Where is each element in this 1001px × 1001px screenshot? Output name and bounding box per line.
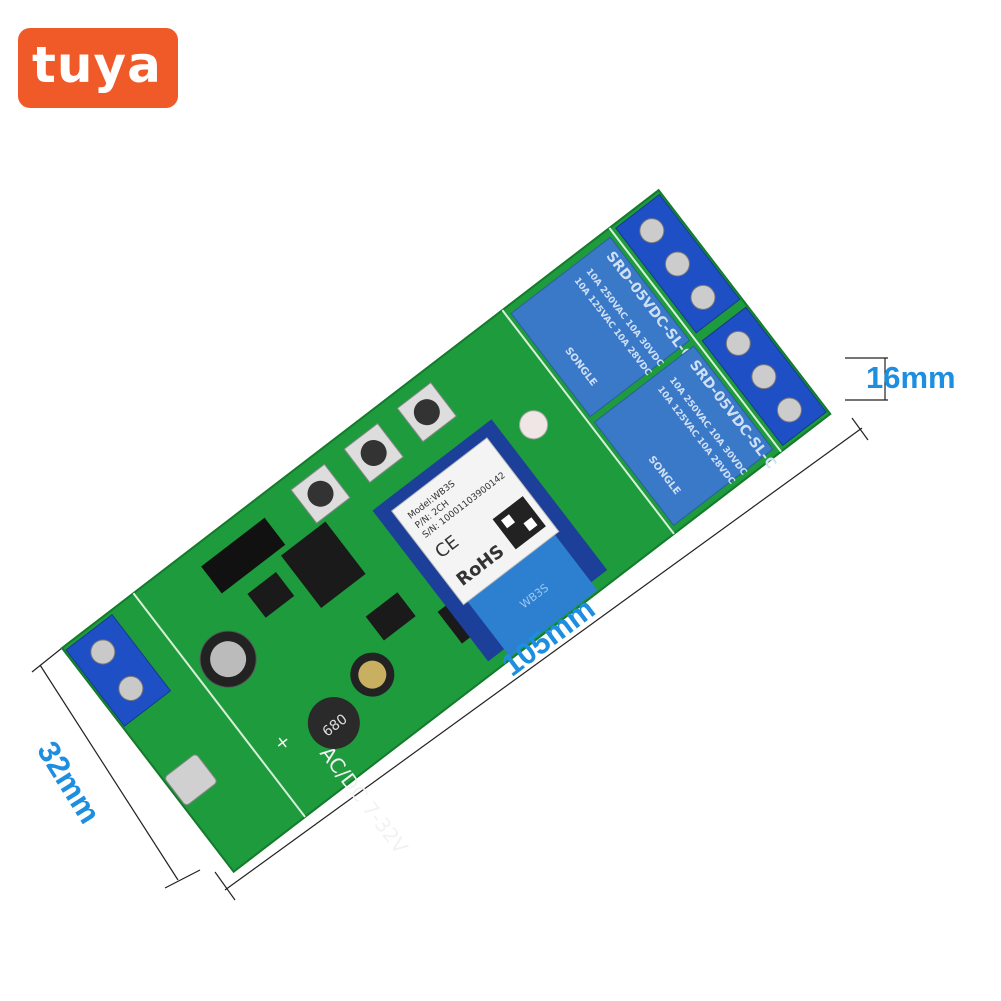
rf-antenna-coil bbox=[201, 517, 286, 594]
power-terminal-block bbox=[65, 613, 172, 727]
height-dimension-line bbox=[39, 664, 179, 881]
width-label: 16mm bbox=[866, 360, 956, 395]
length-dimension-line bbox=[224, 427, 863, 891]
ic-chip bbox=[280, 521, 366, 608]
pcb-board: AC/DC 7-32V + 680 W bbox=[60, 188, 832, 874]
logo-text: tuya bbox=[32, 36, 162, 94]
relay-terminal-blocks bbox=[615, 193, 827, 447]
qr-code bbox=[492, 496, 546, 550]
led bbox=[519, 410, 549, 440]
tuya-logo: tuya bbox=[18, 28, 178, 108]
micro-usb-port bbox=[165, 754, 217, 806]
module-antenna bbox=[461, 526, 598, 658]
relay-2: SRD-05VDC-SL-C 10A 250VAC 10A 30VDC 10A … bbox=[593, 345, 779, 526]
tactile-buttons bbox=[290, 382, 457, 524]
inductor bbox=[307, 697, 360, 750]
dimension-lines bbox=[31, 357, 888, 901]
wifi-module: WB3S Model:WB3S P/N: 2CH S/N: 1000110390… bbox=[372, 419, 608, 662]
